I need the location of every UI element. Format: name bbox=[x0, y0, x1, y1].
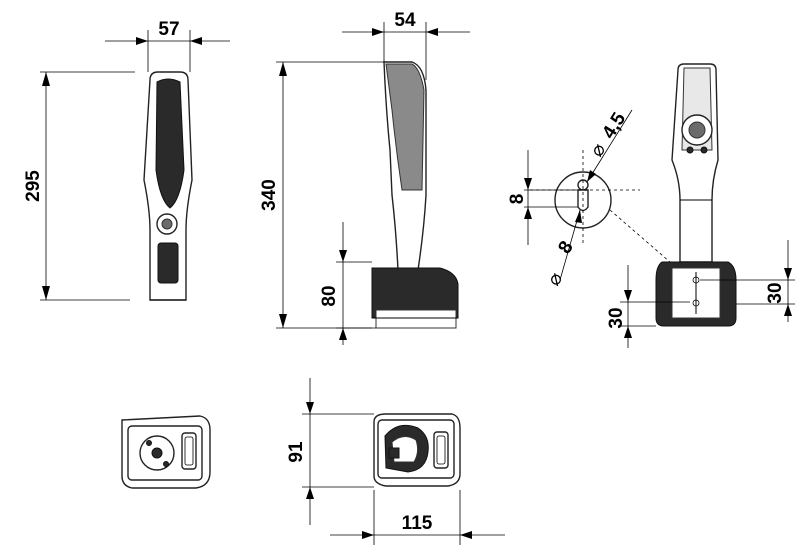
dim-rear-right-30: 30 bbox=[700, 240, 795, 322]
dim-diameter-symbol-b: ⌀ bbox=[543, 269, 567, 290]
dim-base-width: 115 bbox=[330, 490, 505, 545]
dim-label-4-5: 4,5 bbox=[598, 109, 630, 143]
dim-hole-large: ⌀ 8 bbox=[543, 209, 582, 290]
dim-hole-height: 8 bbox=[507, 150, 578, 245]
rear-view bbox=[655, 63, 737, 327]
dim-label-8-height: 8 bbox=[507, 194, 528, 205]
keyhole-detail bbox=[530, 150, 671, 263]
dim-base-depth: 91 bbox=[286, 378, 374, 525]
dim-label-80: 80 bbox=[319, 285, 340, 306]
dim-hole-small: ⌀ 4,5 bbox=[586, 109, 633, 183]
dim-side-height: 340 bbox=[259, 61, 384, 329]
dim-diameter-symbol-a: ⌀ bbox=[586, 140, 610, 161]
dim-side-width: 54 bbox=[342, 10, 470, 80]
dim-label-30-left: 30 bbox=[606, 307, 627, 328]
dim-label-57: 57 bbox=[158, 19, 179, 40]
dim-front-width: 57 bbox=[105, 19, 230, 72]
dim-label-30-right: 30 bbox=[765, 282, 786, 303]
base-top-view-a bbox=[121, 415, 211, 489]
dim-label-340: 340 bbox=[259, 179, 280, 211]
dim-label-54: 54 bbox=[394, 10, 416, 31]
dim-label-8-diameter: 8 bbox=[554, 238, 577, 258]
side-view bbox=[371, 61, 459, 329]
dim-front-height: 295 bbox=[23, 71, 135, 301]
dim-label-115: 115 bbox=[402, 513, 433, 534]
dim-label-91: 91 bbox=[286, 441, 307, 463]
front-view bbox=[143, 71, 193, 301]
base-top-view-b bbox=[373, 413, 461, 487]
dim-base-height: 80 bbox=[319, 222, 372, 345]
dim-rear-left-30: 30 bbox=[606, 265, 690, 348]
dim-label-295: 295 bbox=[23, 170, 44, 202]
